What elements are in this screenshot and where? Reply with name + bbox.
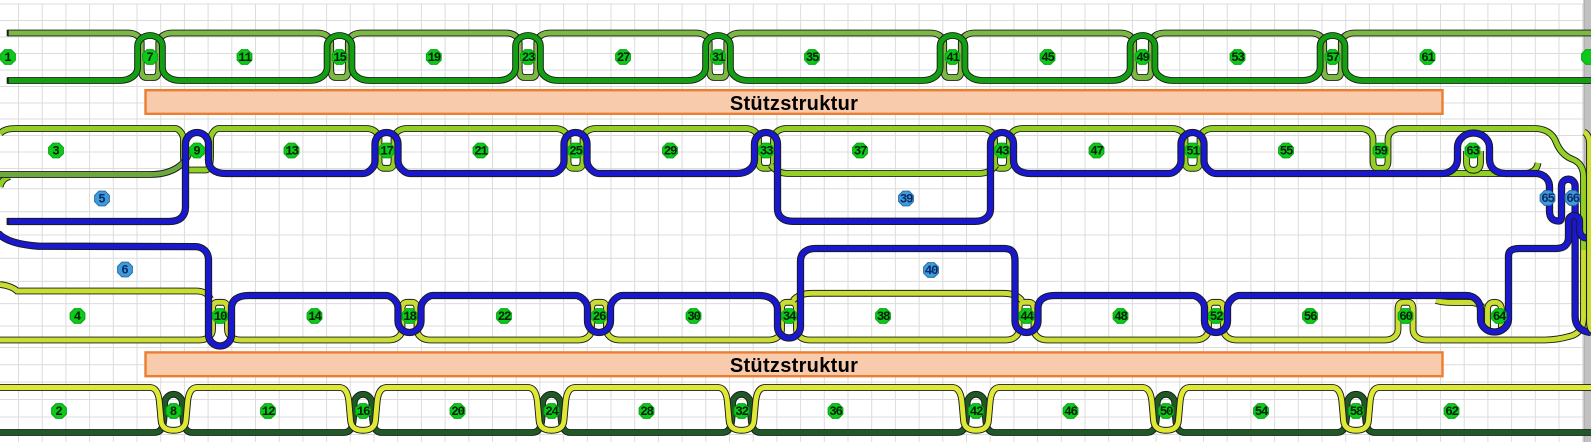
svg-text:28: 28 <box>640 405 653 419</box>
svg-text:59: 59 <box>1374 145 1387 159</box>
svg-text:64: 64 <box>1493 310 1507 324</box>
svg-text:46: 46 <box>1064 405 1077 419</box>
svg-text:57: 57 <box>1326 51 1339 65</box>
svg-text:32: 32 <box>735 405 748 419</box>
svg-text:53: 53 <box>1231 51 1244 65</box>
svg-text:37: 37 <box>854 145 867 159</box>
svg-text:34: 34 <box>783 310 797 324</box>
svg-text:21: 21 <box>474 145 487 159</box>
svg-text:45: 45 <box>1041 51 1054 65</box>
svg-text:2: 2 <box>55 405 63 419</box>
svg-text:47: 47 <box>1090 145 1103 159</box>
svg-text:61: 61 <box>1421 51 1434 65</box>
svg-text:Stützstruktur: Stützstruktur <box>730 93 858 115</box>
svg-text:29: 29 <box>664 145 677 159</box>
svg-text:40: 40 <box>925 264 938 278</box>
svg-text:49: 49 <box>1136 51 1149 65</box>
svg-text:6: 6 <box>121 264 129 278</box>
svg-text:18: 18 <box>403 310 416 324</box>
svg-text:50: 50 <box>1160 405 1173 419</box>
svg-text:7: 7 <box>146 51 154 65</box>
svg-text:44: 44 <box>1020 310 1034 324</box>
svg-text:1: 1 <box>4 51 12 65</box>
svg-text:14: 14 <box>308 310 322 324</box>
svg-text:17: 17 <box>380 145 393 159</box>
svg-text:55: 55 <box>1280 145 1293 159</box>
svg-text:19: 19 <box>428 51 441 65</box>
svg-text:20: 20 <box>451 405 464 419</box>
svg-text:39: 39 <box>900 193 913 207</box>
svg-text:24: 24 <box>545 405 559 419</box>
svg-text:16: 16 <box>357 405 370 419</box>
svg-text:22: 22 <box>498 310 511 324</box>
svg-text:11: 11 <box>238 51 251 65</box>
svg-text:43: 43 <box>996 145 1009 159</box>
svg-text:26: 26 <box>593 310 606 324</box>
svg-text:5: 5 <box>98 193 106 207</box>
svg-text:38: 38 <box>877 310 890 324</box>
svg-text:66: 66 <box>1566 192 1579 206</box>
svg-text:15: 15 <box>333 51 346 65</box>
svg-text:25: 25 <box>569 145 582 159</box>
svg-text:42: 42 <box>970 405 983 419</box>
svg-text:8: 8 <box>170 405 178 419</box>
svg-text:54: 54 <box>1255 405 1269 419</box>
svg-text:Stützstruktur: Stützstruktur <box>730 355 858 377</box>
svg-text:27: 27 <box>617 51 630 65</box>
svg-text:4: 4 <box>74 310 82 324</box>
svg-text:30: 30 <box>687 310 700 324</box>
svg-text:13: 13 <box>285 145 298 159</box>
svg-text:48: 48 <box>1114 310 1127 324</box>
svg-text:58: 58 <box>1350 405 1363 419</box>
svg-text:35: 35 <box>806 51 819 65</box>
svg-text:51: 51 <box>1186 145 1199 159</box>
svg-text:36: 36 <box>829 405 842 419</box>
svg-text:62: 62 <box>1445 405 1458 419</box>
svg-text:33: 33 <box>760 145 773 159</box>
svg-text:10: 10 <box>214 310 227 324</box>
svg-text:3: 3 <box>52 145 60 159</box>
svg-text:23: 23 <box>522 51 535 65</box>
svg-text:65: 65 <box>1541 192 1554 206</box>
svg-text:52: 52 <box>1210 310 1223 324</box>
svg-text:63: 63 <box>1466 145 1479 159</box>
svg-text:12: 12 <box>262 405 275 419</box>
svg-text:60: 60 <box>1399 310 1412 324</box>
svg-text:9: 9 <box>193 145 201 159</box>
svg-text:31: 31 <box>712 51 725 65</box>
svg-text:41: 41 <box>946 51 959 65</box>
svg-text:56: 56 <box>1304 310 1317 324</box>
